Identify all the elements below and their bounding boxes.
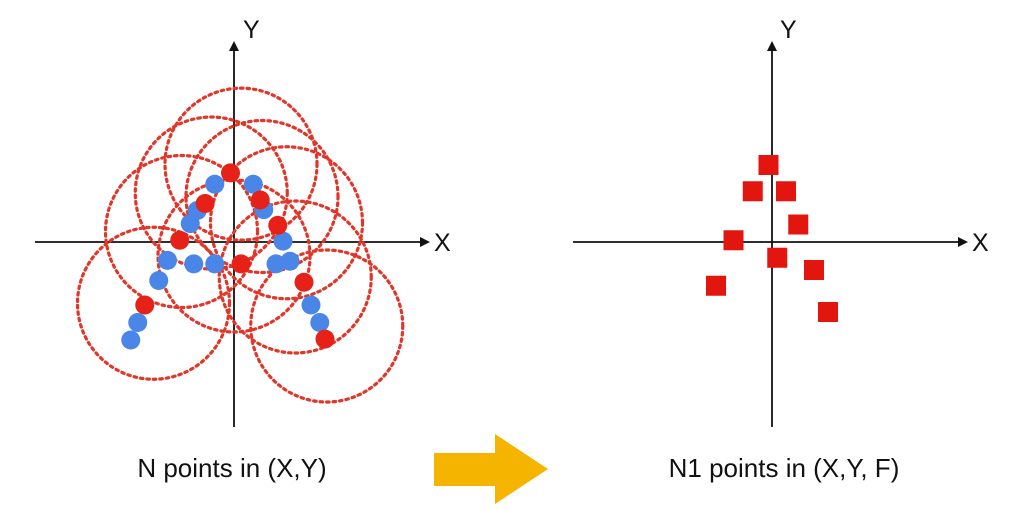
right-y-axis-label: Y xyxy=(780,16,797,44)
right-caption: N1 points in (X,Y, F) xyxy=(669,453,900,483)
blue-point xyxy=(310,313,330,332)
right-panel: X Y N1 points in (X,Y, F) xyxy=(573,16,989,483)
right-squares xyxy=(706,155,838,322)
blue-point xyxy=(266,254,286,274)
blue-point xyxy=(158,250,177,270)
blue-point xyxy=(273,231,293,251)
right-x-axis-label: X xyxy=(972,229,989,257)
red-point xyxy=(231,254,251,274)
blue-point xyxy=(180,214,200,234)
blue-point xyxy=(205,254,225,274)
red-point xyxy=(315,329,335,349)
neighborhood-circle xyxy=(103,153,260,310)
neighborhood-circle xyxy=(163,86,319,242)
red-point xyxy=(294,272,314,292)
red-point xyxy=(250,190,270,210)
blue-point xyxy=(184,254,204,274)
red-point xyxy=(221,163,240,183)
neighborhood-circle xyxy=(208,145,365,301)
red-square xyxy=(818,302,838,322)
red-point xyxy=(268,215,288,235)
blue-point xyxy=(301,295,321,315)
left-y-axis-label: Y xyxy=(243,16,260,44)
left-red-points xyxy=(135,163,335,349)
red-square xyxy=(723,230,744,251)
red-square xyxy=(767,247,788,268)
red-square xyxy=(706,275,726,296)
transform-arrow xyxy=(434,434,548,504)
neighborhood-circle xyxy=(75,225,232,381)
left-x-axis-label: X xyxy=(434,229,451,257)
neighborhood-circle xyxy=(249,248,405,404)
red-point xyxy=(135,295,155,315)
red-square xyxy=(758,155,779,175)
blue-point xyxy=(149,271,169,290)
blue-point xyxy=(128,313,148,332)
blue-point xyxy=(243,174,263,194)
blue-point xyxy=(205,174,225,194)
red-square xyxy=(804,260,824,280)
red-point xyxy=(170,230,190,250)
red-point xyxy=(195,194,215,213)
left-caption: N points in (X,Y) xyxy=(137,453,326,483)
red-square xyxy=(788,214,809,235)
red-square xyxy=(742,181,763,202)
left-blue-points xyxy=(121,174,330,350)
left-panel: X Y N points in (X,Y) xyxy=(35,16,451,483)
neighborhood-circle xyxy=(217,199,373,355)
red-square xyxy=(776,181,796,202)
blue-point xyxy=(121,330,141,350)
neighborhood-circle xyxy=(184,118,340,275)
left-circles xyxy=(75,86,405,404)
